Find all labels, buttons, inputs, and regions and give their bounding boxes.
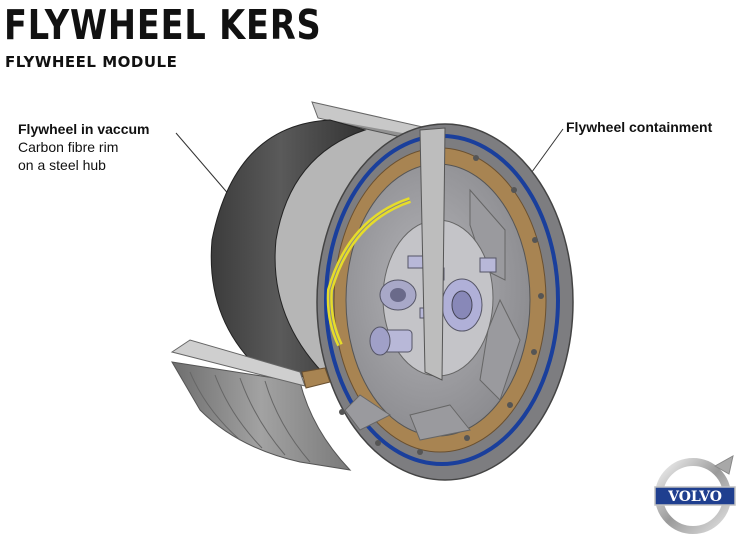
callout-line: Carbon fibre rim (18, 139, 119, 155)
page-title: FLYWHEEL KERS (4, 1, 322, 49)
housing-cut-section (419, 127, 446, 381)
leader-line-right (528, 128, 564, 177)
ring-bolts (339, 155, 544, 455)
callout-line: on a steel hub (18, 157, 106, 173)
callout-flywheel-vacuum: Flywheel in vaccum Carbon fibre rim on a… (18, 120, 150, 174)
volvo-iron-mark-icon: VOLVO (654, 455, 736, 534)
callout-heading: Flywheel in vaccum (18, 121, 150, 137)
callout-flywheel-containment: Flywheel containment (566, 118, 712, 136)
housing-ledge (170, 339, 306, 387)
page-subtitle: FLYWHEEL MODULE (5, 53, 178, 71)
housing-shell (171, 361, 352, 471)
logo-text: VOLVO (667, 489, 722, 505)
callout-heading: Flywheel containment (566, 119, 713, 135)
housing-ribs (189, 371, 311, 463)
